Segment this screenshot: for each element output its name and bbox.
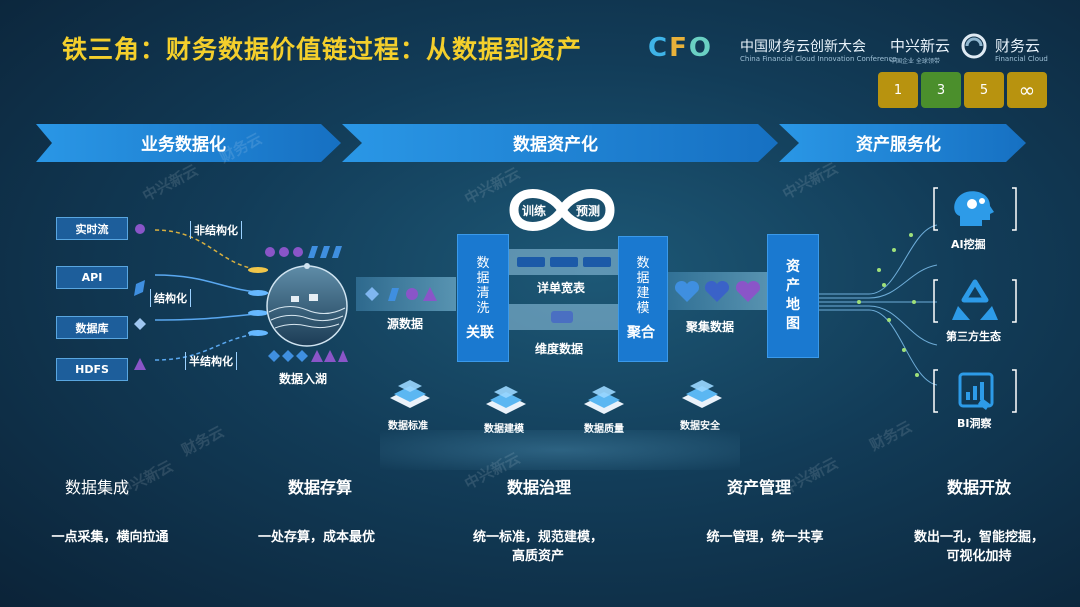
service-bi-insight: BI洞察 <box>957 417 992 430</box>
conference-name-en: China Financial Cloud Innovation Confere… <box>740 55 897 63</box>
nav-button-1[interactable]: 1 <box>878 72 918 108</box>
bottom-desc-governance: 统一标准，规范建模， 高质资产 <box>472 530 603 564</box>
nav-button-3[interactable]: 3 <box>921 72 961 108</box>
data-cleaning-text: 数 据 清 洗 <box>476 256 490 316</box>
chip-security-icon <box>682 380 722 408</box>
stage-glow <box>380 430 740 470</box>
cwy-logo-text: 财务云 <box>995 37 1041 55</box>
data-lake-globe-icon <box>266 263 348 347</box>
dimension-data-label: 维度数据 <box>535 342 584 356</box>
standard-data-standard: 数据标准 <box>388 421 428 432</box>
triangle-shape-icon <box>134 358 146 370</box>
service-third-party: 第三方生态 <box>946 330 1001 343</box>
type-unstructured: 非结构化 <box>190 221 242 239</box>
loop-train-label: 训练 <box>522 204 547 218</box>
source-realtime-stream: 实时流 <box>56 217 128 240</box>
data-modeling-column <box>618 236 668 362</box>
ingest-curves <box>154 229 269 361</box>
zx-logo-sub: 中国企业 全球领带 <box>890 58 940 65</box>
type-structured: 结构化 <box>150 289 191 307</box>
data-modeling-text: 数 据 建 模 <box>636 256 650 316</box>
recycle-ecosystem-icon <box>933 279 1017 323</box>
circle-shape-icon <box>135 224 145 234</box>
conference-name: 中国财务云创新大会 <box>740 39 866 55</box>
bi-tablet-icon <box>933 369 1017 413</box>
association-label: 关联 <box>466 325 494 341</box>
loop-predict-label: 预测 <box>576 204 601 218</box>
aggregate-hearts <box>674 280 761 302</box>
bottom-title-integration: 数据集成 <box>65 478 130 497</box>
ai-brain-icon <box>933 187 1017 231</box>
chip-standard-icon <box>390 380 430 408</box>
lake-label: 数据入湖 <box>279 372 328 386</box>
stage-label-asset-service: 资产服务化 <box>856 135 941 155</box>
source-shapes <box>134 224 146 370</box>
detail-table-label: 详单宽表 <box>537 281 586 295</box>
page-title: 铁三角：财务数据价值链过程：从数据到资产 <box>62 35 583 64</box>
aggregation-label: 聚合 <box>627 325 655 341</box>
service-ai-mining: AI挖掘 <box>951 238 986 251</box>
detail-blocks <box>517 257 611 267</box>
nav-button-5[interactable]: 5 <box>964 72 1004 108</box>
stage-label-business-data: 业务数据化 <box>141 135 226 155</box>
cwy-logo-sub: Financial Cloud <box>995 55 1048 63</box>
service-fanout-lines <box>819 224 938 386</box>
watermark: 中兴新云 <box>139 160 201 205</box>
nav-button-infinity[interactable]: ∞ <box>1007 72 1047 108</box>
chip-modeling-icon <box>486 386 526 414</box>
stage-arrow-1 <box>36 124 341 162</box>
bottom-desc-integration: 一点采集，横向拉通 <box>51 530 169 545</box>
stage-arrows <box>36 124 1026 162</box>
chip-quality-icon <box>584 386 624 414</box>
bottom-title-storage: 数据存算 <box>288 478 353 497</box>
stage-arrow-3 <box>779 124 1026 162</box>
watermark: 中兴新云 <box>779 158 841 203</box>
bottom-desc-asset-management: 统一管理，统一共享 <box>706 530 824 545</box>
source-api: API <box>56 266 128 289</box>
asset-map-text: 资 产 地 图 <box>786 259 800 332</box>
aggregate-data-label: 聚集数据 <box>686 320 735 334</box>
swirl-logo-icon <box>961 33 987 59</box>
stage-label-data-asset: 数据资产化 <box>513 135 598 155</box>
bottom-title-asset-management: 资产管理 <box>727 478 792 497</box>
standard-data-security: 数据安全 <box>680 421 720 432</box>
infinity-loop-icon <box>509 189 615 231</box>
type-semi-structured: 半结构化 <box>185 352 237 370</box>
cfo-logo: CFO <box>648 33 713 63</box>
stage-arrow-2 <box>342 124 778 162</box>
bottom-desc-open-data: 数出一孔，智能挖掘， 可视化加持 <box>913 530 1044 564</box>
standard-data-quality: 数据质量 <box>584 420 624 435</box>
bottom-desc-storage: 一处存算，成本最优 <box>257 530 375 545</box>
watermark: 财务云 <box>866 417 915 455</box>
lake-top-shapes <box>265 246 342 258</box>
diamond-shape-icon <box>134 318 146 330</box>
source-database: 数据库 <box>56 316 128 339</box>
bottom-title-open-data: 数据开放 <box>947 478 1012 497</box>
zx-logo-text: 中兴新云 <box>890 37 951 55</box>
watermark: 财务云 <box>178 422 227 460</box>
parallelogram-shape-icon <box>134 280 145 296</box>
asset-map-column <box>767 234 819 358</box>
source-data-label: 源数据 <box>387 317 424 331</box>
dimension-block-icon <box>551 311 573 323</box>
data-cleaning-column <box>457 234 509 362</box>
bottom-title-governance: 数据治理 <box>507 478 572 497</box>
lake-bottom-shapes <box>268 350 348 362</box>
source-hdfs: HDFS <box>56 358 128 381</box>
source-data-shapes <box>365 287 437 301</box>
